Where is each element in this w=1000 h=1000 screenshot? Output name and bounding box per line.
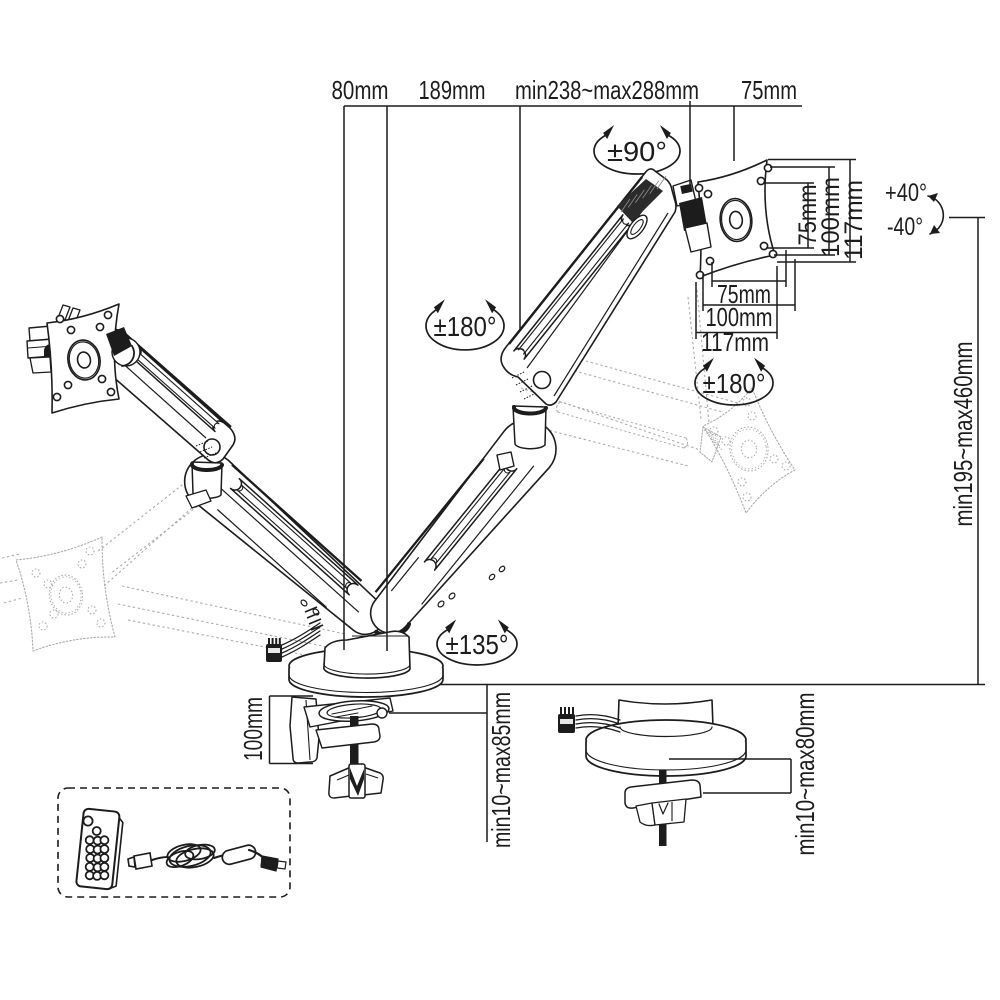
svg-text:min238~max288mm: min238~max288mm xyxy=(515,75,699,105)
svg-text:80mm: 80mm xyxy=(332,75,389,105)
svg-text:min10~max80mm: min10~max80mm xyxy=(790,693,820,856)
svg-text:±135°: ±135° xyxy=(446,629,509,660)
svg-text:75mm: 75mm xyxy=(794,185,822,246)
svg-text:100mm: 100mm xyxy=(706,302,773,332)
svg-text:117mm: 117mm xyxy=(840,180,868,260)
svg-text:75mm: 75mm xyxy=(741,75,797,105)
svg-text:±90°: ±90° xyxy=(607,136,667,167)
svg-text:±180°: ±180° xyxy=(434,311,497,342)
svg-text:189mm: 189mm xyxy=(419,75,486,105)
svg-text:-40°: -40° xyxy=(887,213,923,241)
svg-text:100mm: 100mm xyxy=(238,697,268,761)
svg-text:+40°: +40° xyxy=(885,179,927,207)
svg-text:100mm: 100mm xyxy=(817,177,845,257)
svg-text:75mm: 75mm xyxy=(717,279,771,309)
svg-text:min195~max460mm: min195~max460mm xyxy=(948,342,978,527)
svg-text:±180°: ±180° xyxy=(703,368,766,399)
svg-text:117mm: 117mm xyxy=(701,327,769,357)
svg-text:min10~max85mm: min10~max85mm xyxy=(486,692,516,848)
